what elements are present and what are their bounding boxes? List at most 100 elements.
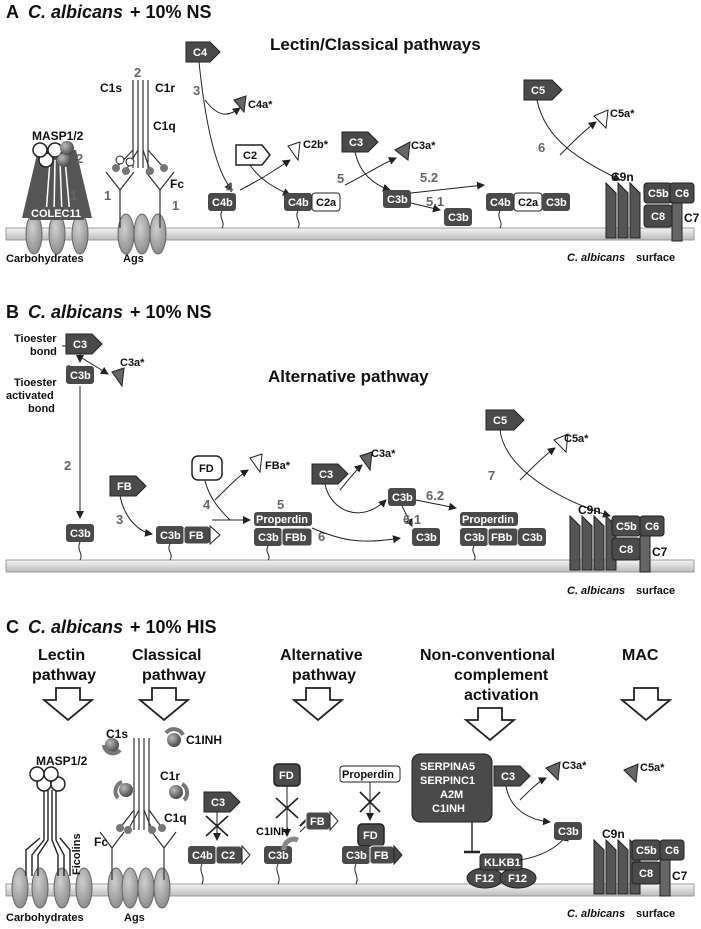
c3-label-a: C3 xyxy=(349,137,363,149)
antigen-ovals-a xyxy=(117,213,167,255)
colec11-trapezoid xyxy=(22,150,92,218)
klkb1-label: KLKB1 xyxy=(484,857,521,869)
c3b-label-b6: C3b xyxy=(416,532,437,544)
c3b-tether-c1 xyxy=(276,863,280,885)
c3b-box-b1 xyxy=(66,366,94,384)
panel-b-condition: + 10% NS xyxy=(130,302,212,322)
c3bfb-tether xyxy=(168,543,172,561)
serpins-box xyxy=(411,753,493,823)
c2-arrow-a xyxy=(249,164,291,196)
c4b-box-a2 xyxy=(284,193,312,211)
c3b-box-c1 xyxy=(264,846,292,864)
step-b-2: 2 xyxy=(64,458,71,473)
c3a-triangle-b1 xyxy=(111,367,125,388)
mac-complex-a xyxy=(605,181,695,242)
c3-box-a xyxy=(341,131,379,153)
c5a-triangle-a xyxy=(593,109,609,130)
c1q-label-c: C1q xyxy=(164,811,187,825)
step-a-1-mid: 1 xyxy=(104,188,111,203)
c3b-box-b7 xyxy=(460,528,488,546)
panel-a-letter: A xyxy=(6,2,19,22)
pathway-mac: MAC xyxy=(622,647,659,664)
c1s-label-a: C1s xyxy=(100,81,122,95)
fb-tip-c2 xyxy=(393,844,403,866)
masp-ball-2 xyxy=(60,141,74,155)
fc-label-c: Fc xyxy=(94,835,108,849)
masp-label-c: MASP1/2 xyxy=(36,754,88,768)
c5a-triangle-b xyxy=(553,433,569,454)
c6-label-a: C6 xyxy=(675,188,689,200)
c3a-arrow-b1 xyxy=(81,357,109,375)
activated-label-2: activated xyxy=(6,390,54,402)
panel-b-organism: C. albicans xyxy=(28,302,123,322)
c4-box-a xyxy=(185,41,221,63)
c3b-arrow-b61 xyxy=(311,527,401,544)
fb-tip-c1 xyxy=(329,810,339,832)
c3b-label-b8: C3b xyxy=(522,532,543,544)
step-b-62: 6.2 xyxy=(426,488,444,503)
panel-c-condition: + 10% HIS xyxy=(130,617,217,637)
step-a-5: 5 xyxy=(337,171,344,186)
c3-arrow-b2 xyxy=(324,483,387,514)
c2-label-a: C2 xyxy=(243,150,257,162)
block-x-c3 xyxy=(359,791,381,813)
serpina5-label: SERPINA5 xyxy=(420,761,475,773)
c1inh-label-c2: C1INH xyxy=(256,826,289,838)
c4b-box-a3 xyxy=(486,193,514,211)
panel-a-title: Lectin/Classical pathways xyxy=(270,35,481,54)
antibodies-a xyxy=(105,80,175,228)
fb-label-b2: FB xyxy=(189,530,204,542)
c3b-box-b5 xyxy=(388,488,416,506)
c4b-tether-c xyxy=(200,863,204,885)
step-a-2-left: 2 xyxy=(76,151,83,166)
properdin-label-b1: Properdin xyxy=(256,514,308,526)
pathway-arrows xyxy=(41,687,673,742)
step-a-51: 5.1 xyxy=(426,194,444,209)
c3b-label-a3: C3b xyxy=(546,197,567,209)
carbohydrate-ovals-c xyxy=(11,867,93,909)
c3a-label-b2: C3a* xyxy=(371,448,396,460)
c7-label-b: C7 xyxy=(652,545,668,559)
tioester-label-2: bond xyxy=(30,346,57,358)
step-a-2-c1: 2 xyxy=(134,65,141,80)
fd-line-b xyxy=(204,480,231,521)
c1inh-bound-c xyxy=(281,836,300,851)
c3-box-c2 xyxy=(493,765,531,787)
membrane-a xyxy=(5,227,695,241)
c6-label-b: C6 xyxy=(645,521,659,533)
pathway-lectin-l2: pathway xyxy=(32,667,96,684)
pathway-alternative-l2: pathway xyxy=(292,667,356,684)
surface-a-org: C. albicans xyxy=(567,252,625,264)
c1inh-label-c3: C1INH xyxy=(432,803,465,815)
masp-head-3 xyxy=(32,142,48,158)
c3b-label-c3: C3b xyxy=(558,826,579,838)
c3b-box-b2 xyxy=(66,524,94,542)
c2a-label-a2: C2a xyxy=(518,197,539,209)
panel-b-title: Alternative pathway xyxy=(268,367,429,386)
c5b-label-a: C5b xyxy=(648,188,669,200)
c3b-label-b5: C3b xyxy=(392,492,413,504)
fbb-label-b2: FBb xyxy=(491,532,513,544)
c3-label-c1: C3 xyxy=(211,797,225,809)
membrane-b xyxy=(5,559,695,573)
panel-b-letter: B xyxy=(6,302,19,322)
c3b-arrow-b62 xyxy=(415,499,457,511)
fba-triangle xyxy=(249,453,263,474)
c3b-box-b6 xyxy=(412,528,440,546)
klkb1-box xyxy=(479,853,523,871)
c3b-arrow-b62a xyxy=(401,505,413,527)
convertase-tether-a xyxy=(498,210,502,229)
c8-label-a: C8 xyxy=(651,211,665,223)
c4b-label-c: C4b xyxy=(192,850,213,862)
c3b-arrow-52 xyxy=(410,181,485,194)
block-x-c1 xyxy=(205,815,229,837)
c3a-triangle-b2 xyxy=(359,451,373,472)
antigen-ovals-c xyxy=(107,867,171,909)
c8-label-c: C8 xyxy=(639,868,653,880)
c5-arrow-b xyxy=(499,429,611,518)
c2a-label-a1: C2a xyxy=(316,197,337,209)
c3b-label-b7: C3b xyxy=(464,532,485,544)
fba-arrow xyxy=(214,469,249,501)
c5b-label-c: C5b xyxy=(636,845,657,857)
fb-tip-b2 xyxy=(209,524,221,546)
